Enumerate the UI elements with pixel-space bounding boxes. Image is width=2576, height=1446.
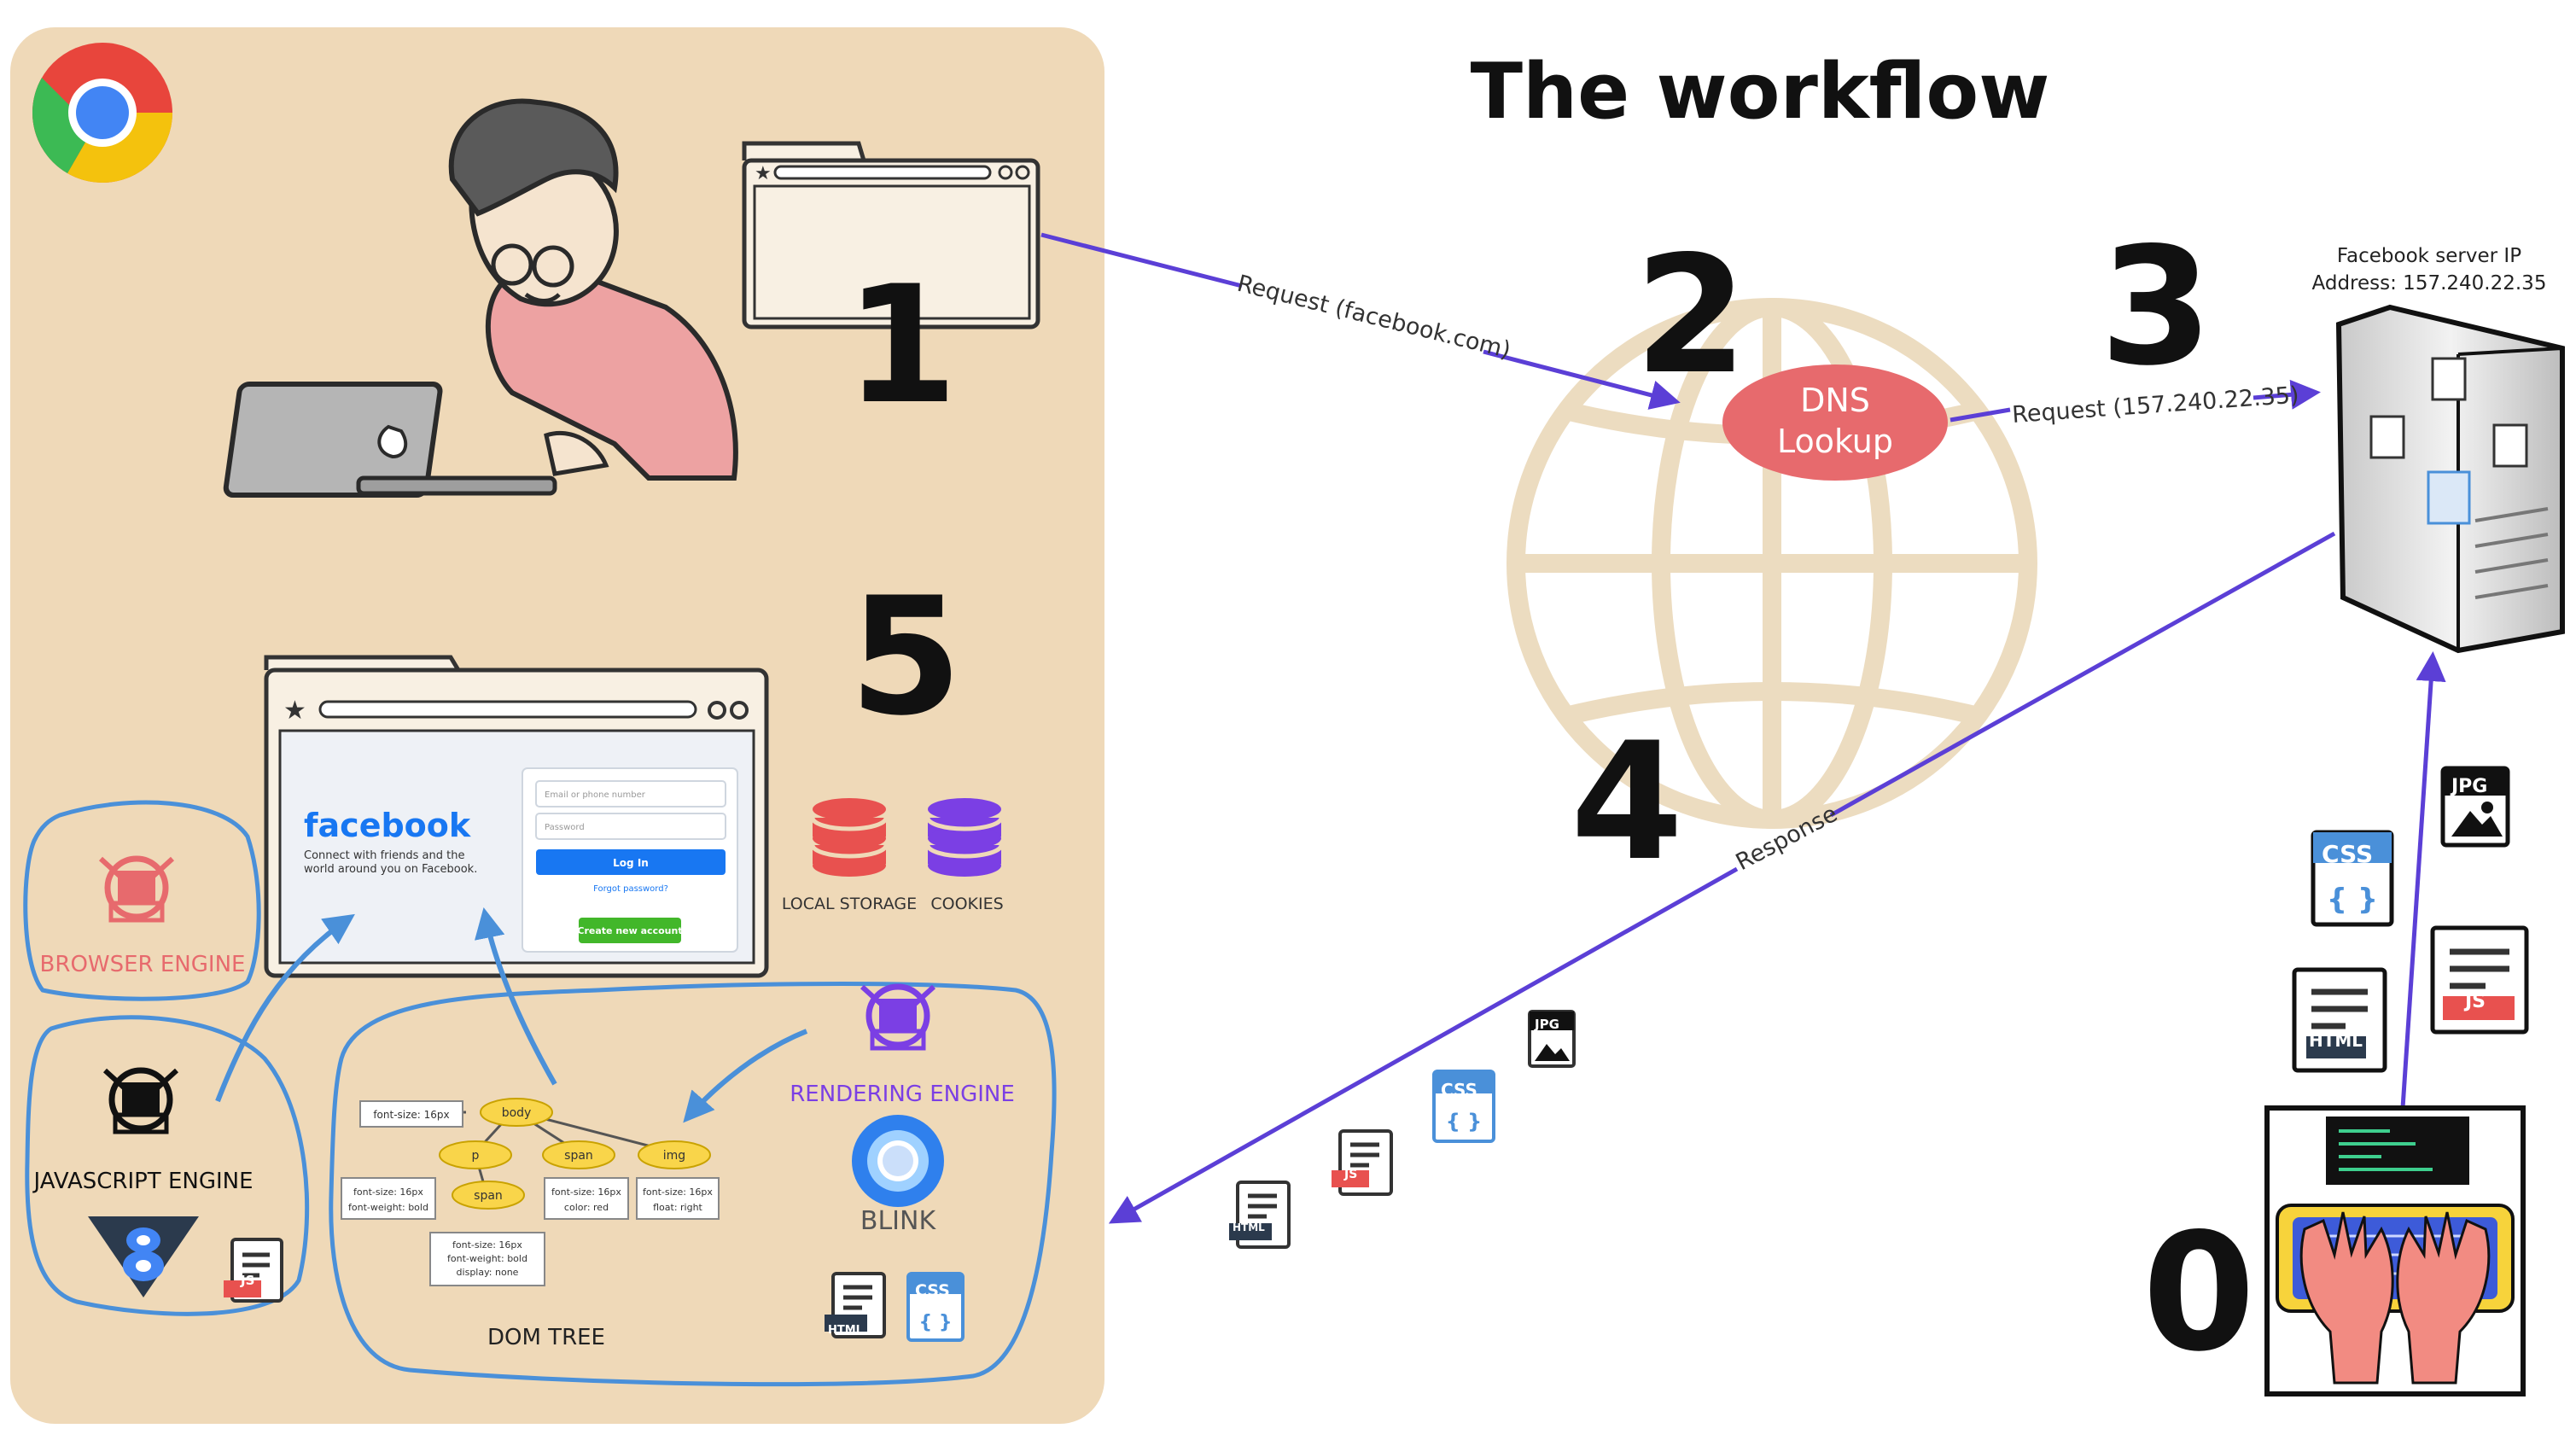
javascript-engine-label: JAVASCRIPT ENGINE <box>32 1169 253 1194</box>
developer-typing-icon <box>2264 1105 2526 1396</box>
server-label-line1: Facebook server IP <box>2337 245 2521 267</box>
html-file-icon <box>1229 1181 1291 1249</box>
engine-flow-arrows <box>215 907 808 1123</box>
js-file-tag: JS <box>240 1273 254 1288</box>
request-domain-label: Request (facebook.com) <box>1234 271 1513 364</box>
css-file-icon <box>1432 1070 1495 1143</box>
dom-node-p: p <box>472 1149 480 1163</box>
facebook-browser-window: ★ <box>264 655 769 978</box>
step-2-number: 2 <box>1635 221 1747 410</box>
step-3-number: 3 <box>2100 213 2212 401</box>
css-file-body-server: { } <box>2327 883 2378 917</box>
blink-icon <box>852 1115 944 1207</box>
html-file-tag-server: HTML <box>2309 1030 2363 1051</box>
step-5-number: 5 <box>849 563 962 751</box>
rendering-engine-outline <box>329 982 1057 1387</box>
facebook-tagline-line2: world around you on Facebook. <box>304 863 477 876</box>
dom-style-img-1: font-size: 16px <box>643 1187 713 1198</box>
dom-style-span-b-2: font-weight: bold <box>447 1253 527 1264</box>
dns-lookup-line2: Lookup <box>1777 423 1893 460</box>
dom-style-span-a-2: color: red <box>564 1202 609 1213</box>
html-file-icon <box>2292 967 2387 1073</box>
dom-tree-label: DOM TREE <box>487 1325 605 1350</box>
css-file-icon <box>2311 830 2394 927</box>
js-file-icon <box>1332 1129 1393 1196</box>
js-file-icon <box>224 1238 283 1303</box>
browser-engine-outline <box>23 800 261 1001</box>
server-icon <box>2335 304 2565 654</box>
dom-node-span-b: span <box>474 1189 503 1203</box>
rendering-engine-icon <box>860 983 936 1051</box>
cookies-icon <box>925 798 1004 877</box>
person-with-laptop-illustration <box>223 98 738 498</box>
css-file-tag-server: CSS <box>2322 840 2373 868</box>
local-storage-label: LOCAL STORAGE <box>782 895 917 913</box>
forgot-password-link[interactable]: Forgot password? <box>593 884 668 894</box>
html-file-tag-dom: HTML <box>828 1324 863 1337</box>
dom-style-span-b-1: font-size: 16px <box>452 1239 522 1251</box>
password-field[interactable]: Password <box>545 823 585 832</box>
step-1-number: 1 <box>845 251 958 440</box>
dom-node-span-a: span <box>564 1149 593 1163</box>
email-field[interactable]: Email or phone number <box>545 790 646 800</box>
dom-style-span-b-3: display: none <box>457 1267 519 1278</box>
js-file-tag-response: JS <box>1343 1168 1357 1181</box>
blink-label: BLINK <box>860 1206 937 1236</box>
dom-style-body: font-size: 16px <box>373 1109 449 1121</box>
browser-window-icon: ★ <box>742 141 1040 329</box>
workflow-arrows <box>1040 232 2446 1224</box>
dns-lookup-line1: DNS <box>1800 382 1870 419</box>
step-0-number: 0 <box>2142 1198 2255 1387</box>
create-account-button[interactable]: Create new account <box>577 925 682 936</box>
css-file-tag-response: CSS <box>1441 1080 1477 1100</box>
javascript-engine-outline <box>25 1015 310 1316</box>
cookies-label: COOKIES <box>930 895 1003 913</box>
step-4-number: 4 <box>1571 708 1683 896</box>
v8-logo-icon <box>88 1216 199 1297</box>
chrome-icon <box>32 43 172 183</box>
browser-engine-label: BROWSER ENGINE <box>40 952 246 977</box>
server-label-line2: Address: 157.240.22.35 <box>2312 272 2547 294</box>
dom-style-p-2: font-weight: bold <box>348 1202 428 1213</box>
jpg-file-icon <box>1528 1010 1576 1068</box>
login-button[interactable]: Log In <box>613 857 649 869</box>
local-storage-icon <box>810 798 889 877</box>
dom-tree: font-size: 16px body p span img span fon… <box>341 1098 720 1286</box>
html-file-icon <box>825 1272 886 1338</box>
javascript-engine-icon <box>102 1067 179 1134</box>
svg-text:★: ★ <box>283 696 306 726</box>
page-title: The workflow <box>1471 47 2050 137</box>
jpg-file-tag-server: JPG <box>2450 776 2487 797</box>
browser-engine-icon <box>98 855 175 923</box>
rendering-engine-label: RENDERING ENGINE <box>790 1082 1015 1107</box>
jpg-file-tag-response: JPG <box>1534 1017 1559 1032</box>
jpg-file-icon <box>2440 766 2510 848</box>
css-file-icon <box>906 1272 965 1342</box>
globe-icon <box>1507 298 2037 829</box>
css-file-body-response: { } <box>1446 1110 1483 1134</box>
css-file-tag-dom: CSS <box>915 1281 950 1300</box>
dom-style-img-2: float: right <box>653 1202 702 1213</box>
dns-lookup-bubble <box>1722 364 1948 481</box>
dom-style-span-a-1: font-size: 16px <box>551 1187 621 1198</box>
js-file-tag-server: JS <box>2463 991 2486 1012</box>
dom-style-p-1: font-size: 16px <box>353 1187 423 1198</box>
html-file-tag-response: HTML <box>1233 1222 1265 1233</box>
svg-text:★: ★ <box>755 163 772 184</box>
facebook-logo: facebook <box>304 807 471 844</box>
js-file-icon <box>2430 925 2529 1035</box>
dom-node-body: body <box>502 1106 532 1120</box>
dom-node-img: img <box>663 1149 685 1163</box>
css-file-body-dom: { } <box>919 1312 953 1333</box>
facebook-tagline-line1: Connect with friends and the <box>304 849 464 862</box>
